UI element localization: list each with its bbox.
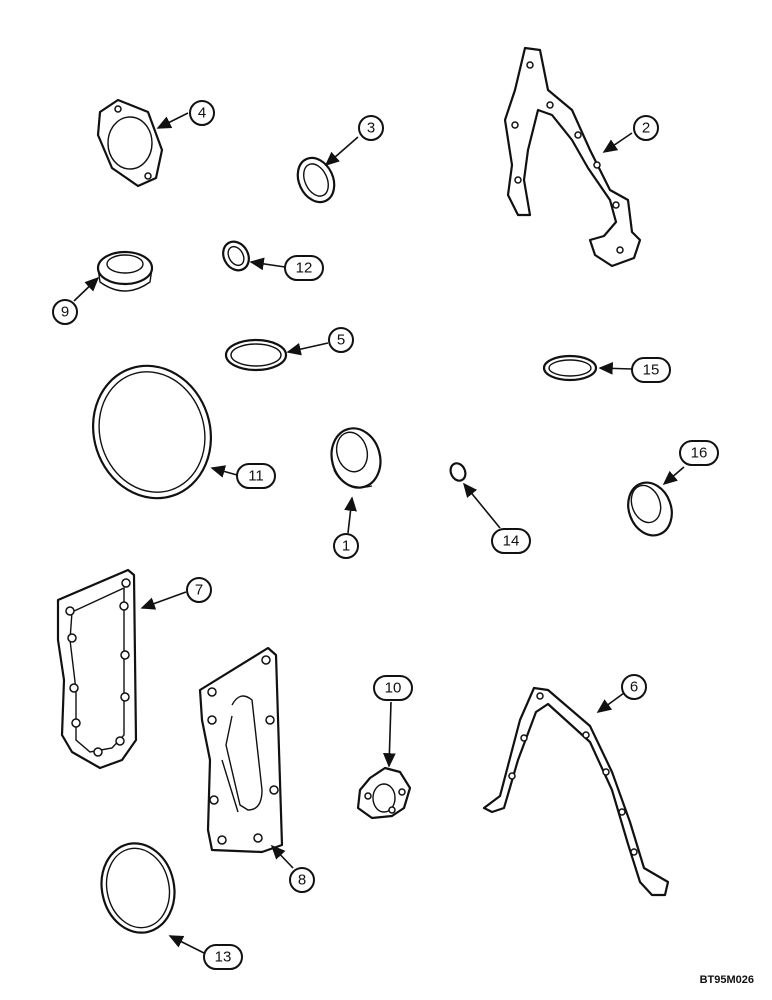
callout-15: 15 <box>631 357 671 383</box>
callout-6: 6 <box>621 674 647 700</box>
callout-3: 3 <box>358 115 384 141</box>
callout-13: 13 <box>203 944 243 970</box>
callout-label: 6 <box>630 679 638 696</box>
part-14-tiny-o-ring <box>449 462 467 482</box>
callout-10: 10 <box>373 675 413 701</box>
callout-label: 11 <box>248 468 264 485</box>
part-12-small-o-ring <box>222 240 250 272</box>
part-8-oil-cooler-cover-gasket <box>198 646 284 854</box>
callout-label: 13 <box>215 949 232 966</box>
callout-label: 2 <box>642 120 650 137</box>
part-2-front-cover-gasket <box>503 46 642 268</box>
callout-label: 14 <box>503 533 520 550</box>
callout-label: 4 <box>198 105 206 122</box>
callout-label: 1 <box>342 538 350 555</box>
callout-5: 5 <box>328 327 354 353</box>
part-13-o-ring <box>100 842 176 934</box>
callout-label: 7 <box>195 582 203 599</box>
callout-8: 8 <box>289 867 315 893</box>
callout-2: 2 <box>633 115 659 141</box>
part-3-seal-ring <box>296 156 336 204</box>
callout-label: 9 <box>61 304 69 321</box>
part-15-o-ring <box>542 354 598 382</box>
leader-lines <box>73 112 685 954</box>
callout-7: 7 <box>186 577 212 603</box>
part-16-seal <box>627 481 673 537</box>
callout-12: 12 <box>284 255 324 281</box>
callout-label: 10 <box>385 680 402 697</box>
callout-9: 9 <box>52 299 78 325</box>
part-4-flange-gasket <box>96 98 164 188</box>
part-11-large-o-ring <box>91 364 213 500</box>
part-10-plate-gasket <box>356 766 412 820</box>
callout-16: 16 <box>679 440 719 466</box>
callout-11: 11 <box>236 463 276 489</box>
part-1-crankshaft-seal <box>330 427 382 489</box>
callout-1: 1 <box>333 533 359 559</box>
callout-label: 5 <box>337 332 345 349</box>
part-7-oil-cooler-gasket <box>56 568 138 770</box>
callout-label: 8 <box>298 872 306 889</box>
callout-4: 4 <box>189 100 215 126</box>
callout-label: 15 <box>643 362 660 379</box>
callout-label: 3 <box>367 120 375 137</box>
callout-label: 12 <box>296 260 313 277</box>
part-9-thick-seal <box>96 250 154 292</box>
part-5-o-ring <box>224 338 288 372</box>
part-6-rear-cover-gasket <box>482 686 670 897</box>
reference-code: BT95M026 <box>699 974 754 986</box>
callout-14: 14 <box>491 528 531 554</box>
callout-label: 16 <box>691 445 708 462</box>
